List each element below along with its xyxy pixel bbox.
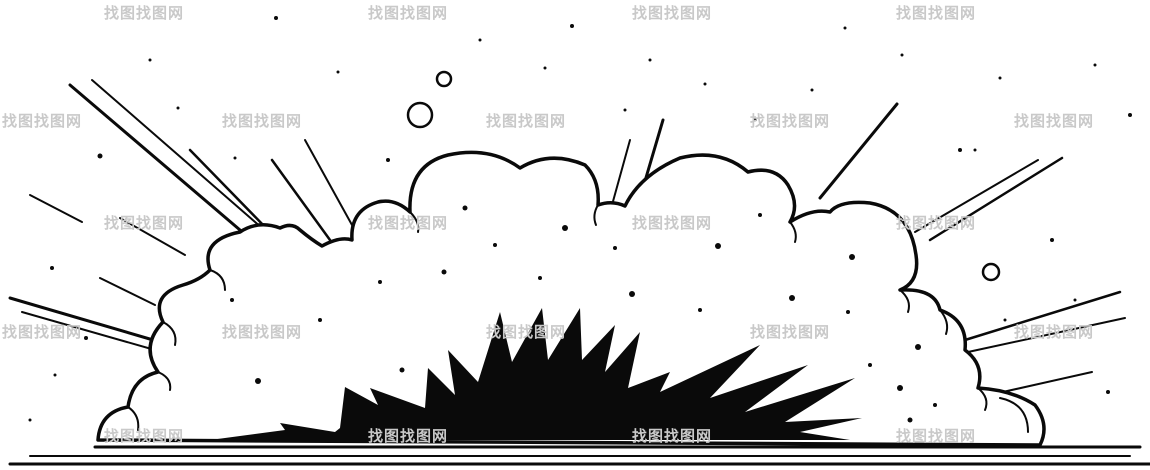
- speed-line: [91, 79, 263, 229]
- speed-line: [304, 139, 353, 226]
- ground-lines: [8, 445, 1150, 466]
- speed-line: [188, 148, 270, 232]
- bubble: [981, 262, 1001, 282]
- bubbles: [406, 70, 1001, 282]
- speed-line: [270, 158, 332, 242]
- speed-lines: [8, 79, 1126, 397]
- speed-line: [119, 217, 186, 256]
- bubble: [435, 70, 453, 88]
- speed-line: [21, 311, 163, 353]
- cloud-contours: [127, 204, 1029, 433]
- speed-line: [99, 277, 156, 306]
- bubble: [406, 101, 434, 129]
- speed-line: [928, 156, 1064, 242]
- speed-line: [68, 83, 242, 232]
- speed-line: [8, 296, 162, 344]
- cloud-specks: [230, 205, 937, 423]
- speed-line: [967, 317, 1126, 353]
- speed-line: [963, 290, 1122, 342]
- explosion-starburst: [210, 308, 862, 440]
- speed-line: [914, 159, 1039, 233]
- speed-line: [818, 102, 899, 200]
- speed-line: [29, 194, 83, 223]
- speed-line: [611, 139, 631, 206]
- debris-dots: [28, 16, 1132, 422]
